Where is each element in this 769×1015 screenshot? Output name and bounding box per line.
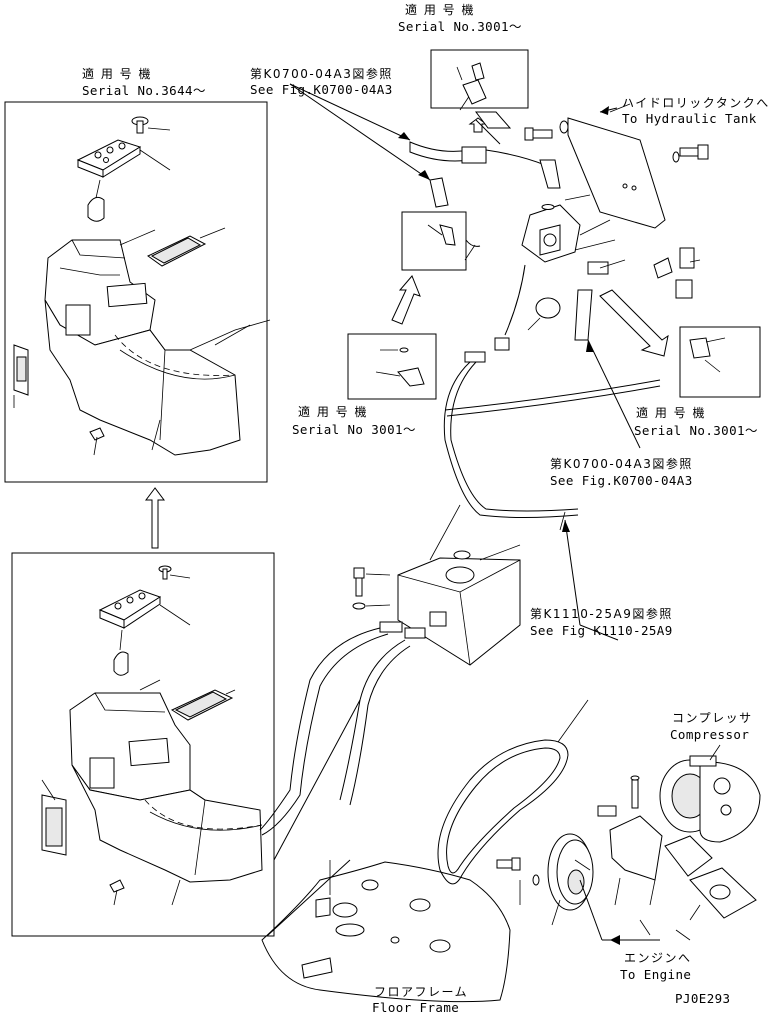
compressor-illustration xyxy=(659,744,761,843)
serial-upper-left-jp: 適 用 号 機 xyxy=(82,66,152,81)
floor-frame-illustration xyxy=(261,860,511,1003)
to-hydraulic-tank-arrow-icon xyxy=(599,106,618,115)
floor-frame-en: Floor Frame xyxy=(372,1000,459,1015)
ref1-jp: 第K0700-04A3図参照 xyxy=(250,66,393,81)
hydraulic-tank-jp: ハイドロリックタンクへ xyxy=(622,96,769,110)
serial-upper-left-en: Serial No.3644～ xyxy=(82,83,206,98)
up-arrow-icon xyxy=(145,487,165,549)
drive-belt-illustration xyxy=(437,699,589,885)
serial-mid-right-en: Serial No.3001～ xyxy=(634,423,758,438)
mounting-bracket-illustration xyxy=(597,775,757,941)
ref1-en: See Fig.K0700-04A3 xyxy=(250,82,393,97)
floor-frame-jp: フロアフレーム xyxy=(374,985,468,999)
valve-assembly-illustration xyxy=(409,94,709,363)
serial-mid-right-jp: 適 用 号 機 xyxy=(636,405,706,420)
serial-top-jp: 適 用 号 機 xyxy=(405,2,475,17)
upper-console-illustration xyxy=(13,116,271,456)
ref-arrows xyxy=(289,83,641,641)
compressor-en: Compressor xyxy=(670,727,749,742)
heater-hose-illustration xyxy=(429,361,661,561)
lower-left-frame xyxy=(11,552,275,937)
heater-box-illustration xyxy=(259,544,521,836)
detail-box-lower-left xyxy=(347,333,437,400)
upper-left-frame xyxy=(4,101,268,483)
hydraulic-tank-en: To Hydraulic Tank xyxy=(622,111,757,126)
to-engine-arrow-icon xyxy=(579,879,660,945)
engine-jp: エンジンへ xyxy=(624,951,692,965)
detail-box-top xyxy=(430,49,529,145)
compressor-jp: コンプレッサ xyxy=(672,711,753,725)
ref2-jp: 第K0700-04A3図参照 xyxy=(550,456,693,471)
ref2-en: See Fig.K0700-04A3 xyxy=(550,473,693,488)
engine-en: To Engine xyxy=(620,967,691,982)
detail-box-left xyxy=(391,211,481,325)
lower-console-illustration xyxy=(41,565,263,906)
ref3-jp: 第K1110-25A9図参照 xyxy=(530,606,673,621)
detail-box-right xyxy=(599,289,761,398)
ref3-en: See Fig K1110-25A9 xyxy=(530,623,673,638)
serial-mid-left-jp: 適 用 号 機 xyxy=(298,404,368,419)
diagram-code: PJ0E293 xyxy=(675,991,730,1006)
serial-mid-left-en: Serial No 3001～ xyxy=(292,422,416,437)
pulley-illustration xyxy=(496,833,594,926)
serial-top-en: Serial No.3001～ xyxy=(398,19,522,34)
